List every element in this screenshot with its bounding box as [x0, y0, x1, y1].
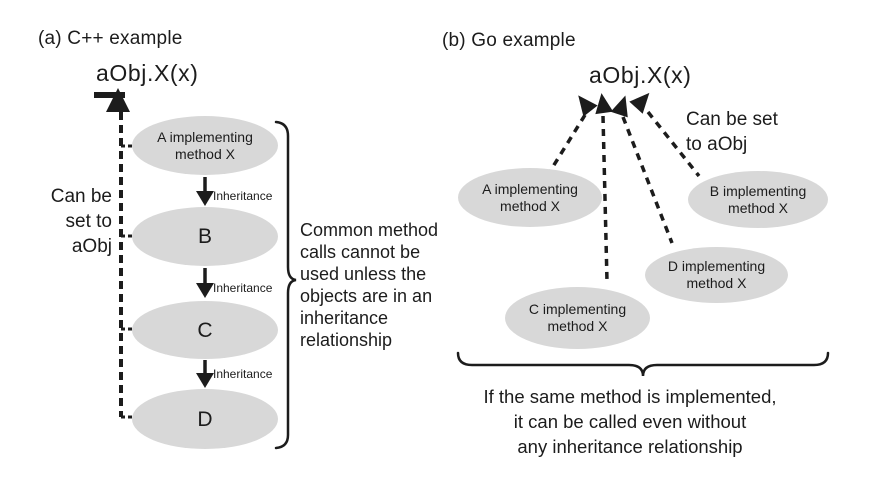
up-arrowhead-icon: [595, 93, 614, 115]
down-arrowhead-icon: [196, 373, 214, 388]
up-arrowhead-icon: [610, 95, 628, 118]
cpp-node-ellipse-d: D: [132, 389, 278, 449]
cpp-right-curly-brace: [274, 120, 297, 450]
cpp-node-ellipse-c: C: [132, 301, 278, 359]
cpp-receiver-dash: [94, 92, 125, 98]
go-dashed-line-to-a: [547, 114, 587, 174]
down-arrowhead-icon: [196, 283, 214, 298]
cpp-node-label-b: B: [197, 225, 212, 248]
go-node-ellipse-d: D implementing method X: [645, 247, 788, 303]
up-arrowhead-icon: [578, 95, 598, 117]
cpp-up-arrowhead-icon: [106, 88, 130, 112]
cpp-node-label-c: C: [197, 318, 213, 342]
cpp-brace-note: Common method calls cannot be used unles…: [300, 220, 439, 350]
cpp-side-note: Can be set to aObj: [50, 186, 112, 257]
cpp-panel-title: (a) C++ example: [38, 28, 183, 49]
cpp-node-ellipse-b: B: [132, 207, 278, 266]
down-arrowhead-icon: [196, 191, 214, 206]
go-arrowhead-cluster: [578, 92, 650, 118]
go-panel-title: (b) Go example: [442, 30, 576, 51]
go-side-note: Can be set to aObj: [686, 109, 778, 155]
inheritance-arrow-a-b: [196, 177, 214, 206]
inheritance-label-b-c: Inheritance: [213, 281, 273, 295]
go-node-label-c: C implementing method X: [528, 301, 627, 334]
go-dashed-line-to-b: [646, 110, 701, 178]
go-node-label-a: A implementing method X: [482, 180, 578, 214]
cpp-call-expression: aObj.X(x): [96, 60, 199, 86]
go-caption: If the same method is implemented, it ca…: [483, 386, 777, 457]
go-node-ellipse-b: B implementing method X: [688, 171, 828, 228]
go-call-expression: aObj.X(x): [589, 62, 692, 88]
go-node-label-b: B implementing method X: [709, 182, 807, 216]
go-dashed-line-to-d: [621, 116, 674, 244]
go-under-brace: [456, 351, 830, 377]
inheritance-arrow-b-c: [196, 268, 214, 298]
cpp-node-label-a: A implementing method X: [157, 128, 253, 162]
go-dashed-line-to-c: [601, 115, 609, 282]
up-arrowhead-icon: [629, 92, 650, 114]
go-node-ellipse-a: A implementing method X: [458, 168, 602, 227]
go-node-label-d: D implementing method X: [667, 258, 766, 291]
go-node-ellipse-c: C implementing method X: [505, 287, 650, 349]
inheritance-label-a-b: Inheritance: [213, 189, 273, 203]
cpp-node-label-d: D: [197, 407, 213, 431]
inheritance-label-c-d: Inheritance: [213, 367, 273, 381]
inheritance-arrow-c-d: [196, 360, 214, 388]
cpp-node-ellipse-a: A implementing method X: [132, 116, 278, 175]
